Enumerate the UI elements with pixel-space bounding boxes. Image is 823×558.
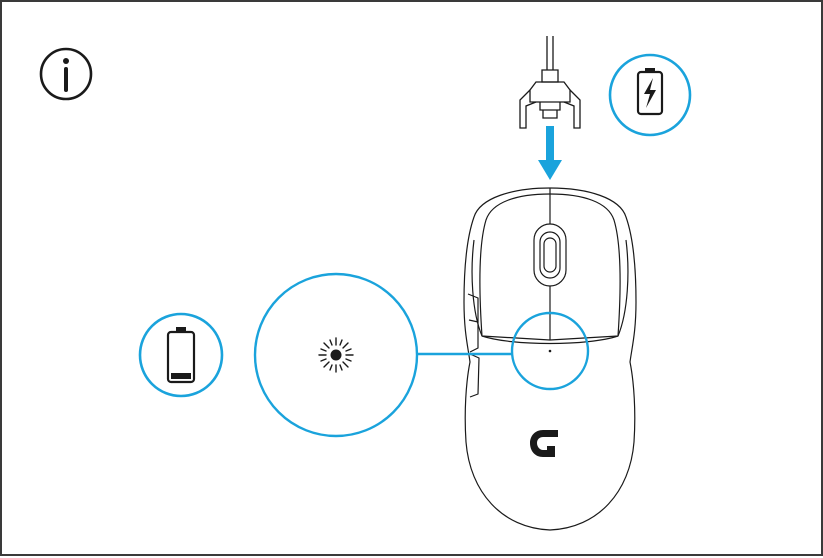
usb-cable-connector xyxy=(519,36,581,129)
led-callout xyxy=(253,272,590,438)
gaming-mouse-top-view xyxy=(463,187,637,531)
battery-low-icon xyxy=(138,312,224,398)
g-logo-icon xyxy=(530,430,558,457)
arrow-down-icon xyxy=(538,126,562,180)
led-blink-icon xyxy=(318,337,354,373)
battery-charging-icon xyxy=(608,53,692,137)
info-icon xyxy=(39,47,93,101)
